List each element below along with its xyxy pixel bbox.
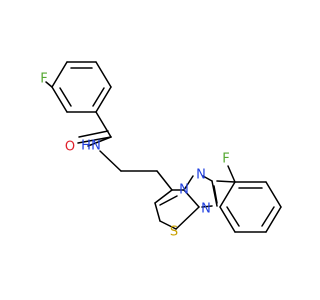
fluorine-label-top: F xyxy=(40,72,47,87)
amide-nitrogen-label: N xyxy=(91,139,101,154)
amide-hydrogen-label: H xyxy=(81,139,91,154)
fluorine-label-right: F xyxy=(222,152,229,167)
atom-labels: F O N H N N N S F xyxy=(40,72,229,240)
bonds xyxy=(45,61,282,233)
sulfur-label: S xyxy=(170,225,178,240)
triazole-nitrogen-top-label: N xyxy=(196,168,206,183)
oxygen-label: O xyxy=(65,140,75,155)
bridge-nitrogen-label: N xyxy=(179,183,189,198)
chemical-structure: F O N H N N N S F xyxy=(40,61,282,240)
triazole-nitrogen-bottom-label: N xyxy=(201,202,211,217)
